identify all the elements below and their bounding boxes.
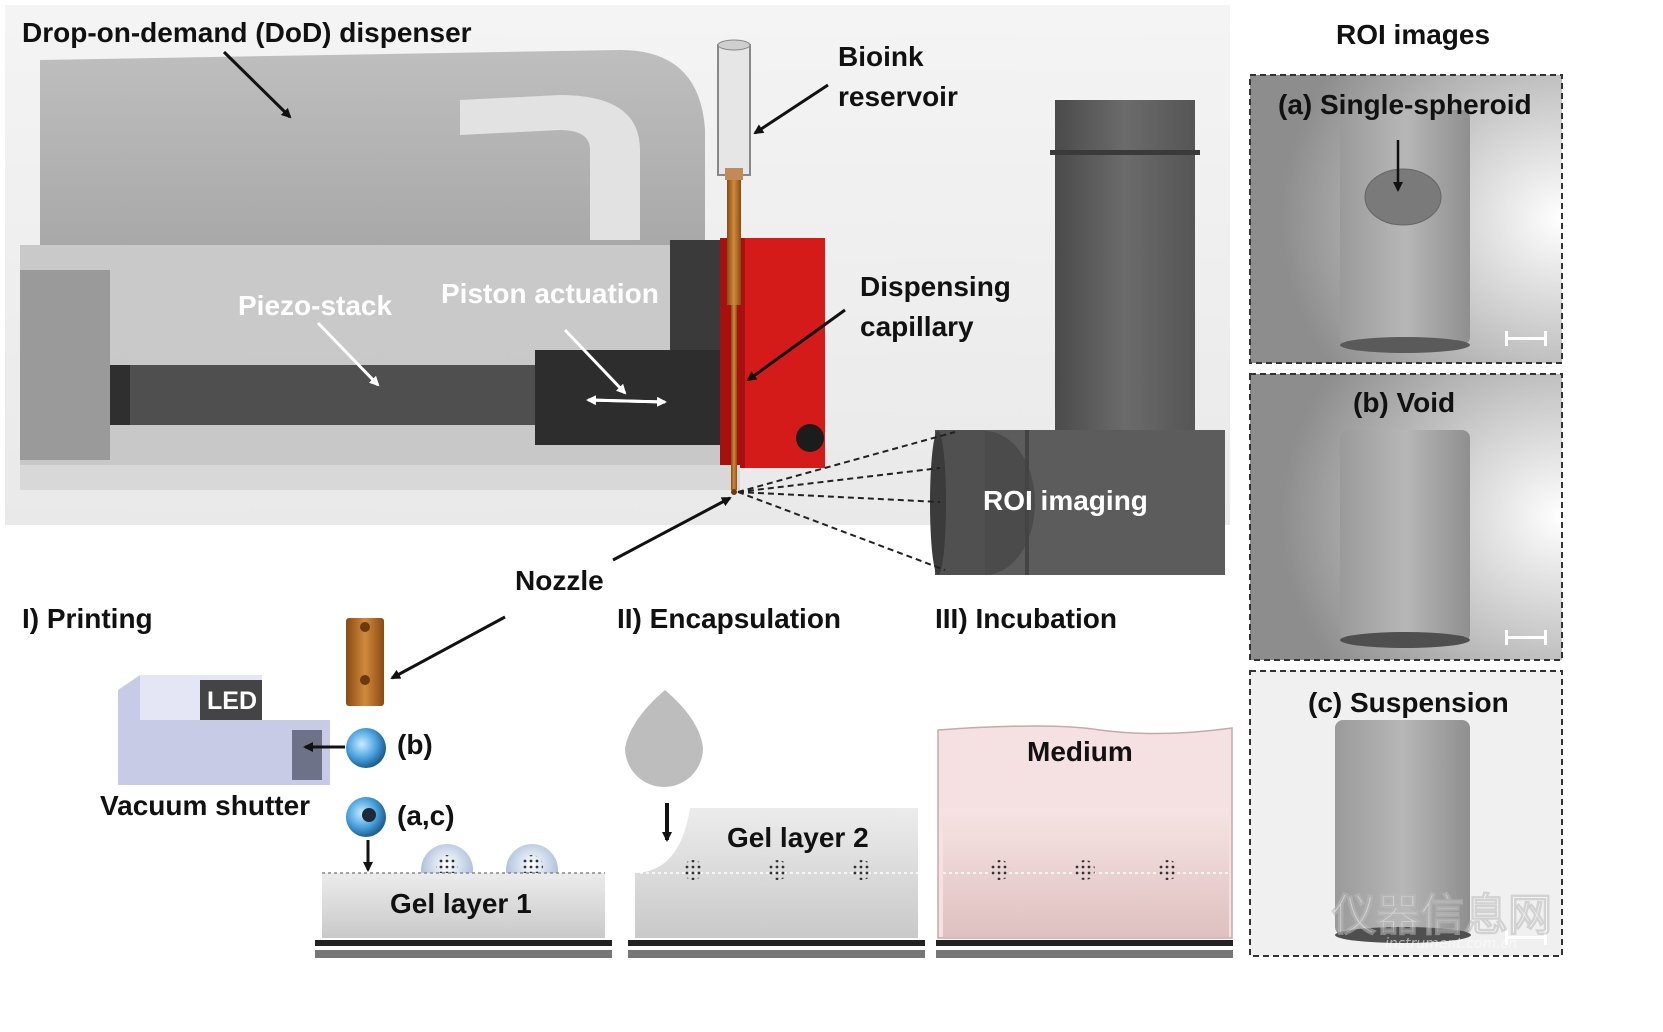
label-gel-layer-1: Gel layer 1: [390, 888, 532, 919]
label-nozzle: Nozzle: [515, 565, 604, 596]
label-gel-layer-2: Gel layer 2: [727, 822, 869, 853]
step-encapsulation: II) Encapsulation: [617, 603, 842, 634]
label-droplet-ac: (a,c): [397, 800, 455, 831]
step-incubation: III) Incubation: [935, 603, 1117, 634]
label-bioink-2: reservoir: [838, 81, 958, 112]
roi-label-a: (a) Single-spheroid: [1278, 89, 1532, 120]
incubation-scene: [936, 725, 1233, 958]
printing-scene: [118, 615, 612, 958]
encapsulation-scene: [625, 690, 925, 958]
scale-bar: [1505, 337, 1547, 340]
spheroid: [1364, 168, 1442, 226]
watermark-url: instrument.com.cn: [1385, 936, 1517, 952]
label-roi-imaging: ROI imaging: [983, 485, 1148, 516]
roi-imaging-camera: [930, 100, 1225, 575]
nozzle-tip: [731, 489, 737, 495]
dispenser-body: [20, 50, 825, 490]
label-piston-actuation: Piston actuation: [441, 278, 659, 309]
label-dispensing-1: Dispensing: [860, 271, 1011, 302]
label-dispensing-2: capillary: [860, 311, 974, 342]
label-vacuum-shutter: Vacuum shutter: [100, 790, 311, 821]
watermark-text: 仪器信息网: [1331, 890, 1552, 941]
field-of-view-lines: [737, 431, 956, 571]
dispensing-capillary: [727, 180, 741, 305]
label-piezo-stack: Piezo-stack: [238, 290, 393, 321]
gel-layer-1: [322, 873, 605, 938]
step-printing: I) Printing: [22, 603, 153, 634]
white-callout-arrows: [316, 321, 667, 407]
roi-panel-a: [1249, 74, 1563, 364]
bioink-reservoir: [717, 39, 751, 180]
roi-panel-b: [1249, 373, 1563, 661]
watermark: 仪器信息网 instrument.com.cn: [1331, 890, 1553, 953]
label-dod-dispenser: Drop-on-demand (DoD) dispenser: [22, 17, 472, 48]
roi-panel-c: [1249, 670, 1563, 957]
label-bioink-1: Bioink: [838, 41, 924, 72]
roi-label-c: (c) Suspension: [1308, 687, 1509, 718]
label-medium: Medium: [1027, 736, 1133, 767]
droplet-b: [346, 728, 386, 768]
label-led: LED: [207, 687, 257, 715]
label-droplet-b: (b): [397, 729, 433, 760]
roi-label-b: (b) Void: [1353, 387, 1456, 418]
gel-drop: [625, 690, 703, 787]
callout-arrows: [222, 50, 846, 562]
roi-panel-title: ROI images: [1336, 19, 1491, 50]
nozzle-closeup: [346, 618, 384, 706]
